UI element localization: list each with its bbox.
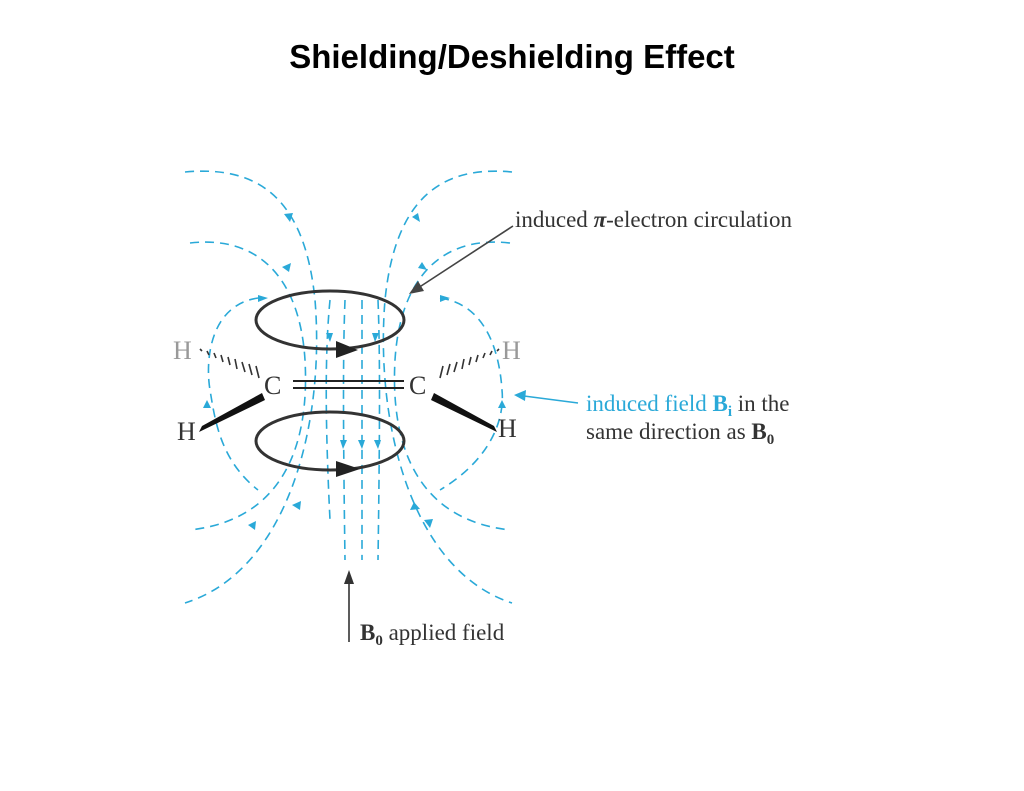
- circulation-label-pre: induced: [515, 207, 594, 232]
- upper-ring-arrow: [336, 341, 358, 358]
- atom-labels: C C H H H H: [173, 336, 521, 446]
- lower-pi-ring: [254, 410, 406, 472]
- induced-field-lines: [184, 170, 513, 604]
- hydrogen-top-right-label: H: [502, 336, 521, 365]
- same-direction-label: same direction as B0: [586, 419, 774, 448]
- induced-field-callout: induced field Bi in the same direction a…: [514, 390, 789, 448]
- applied-b-subscript: 0: [375, 633, 383, 649]
- carbon-right-label: C: [409, 371, 426, 400]
- applied-field-text: applied field: [383, 620, 505, 645]
- pi-symbol: π: [594, 207, 608, 232]
- wedge-bond-right: [431, 393, 497, 432]
- same-b-subscript: 0: [767, 432, 775, 448]
- hashed-bond-right: [439, 348, 500, 379]
- hydrogen-top-left-label: H: [173, 336, 192, 365]
- ethylene-molecule: [199, 348, 500, 432]
- slide-title: Shielding/Deshielding Effect: [289, 38, 735, 75]
- same-b-symbol: B: [751, 419, 766, 444]
- hydrogen-bottom-right-label: H: [498, 414, 517, 443]
- applied-field-indicator: B0 applied field: [344, 570, 505, 649]
- induced-pointer-head: [514, 390, 526, 401]
- induced-label-post: in the: [732, 391, 790, 416]
- applied-b-symbol: B: [360, 620, 375, 645]
- applied-field-label: B0 applied field: [360, 620, 505, 649]
- pi-electron-rings: [254, 289, 406, 477]
- upper-pi-ring: [254, 289, 406, 351]
- circulation-label-post: -electron circulation: [606, 207, 792, 232]
- lower-ring-arrow: [336, 461, 360, 477]
- circulation-pointer-line: [417, 225, 514, 289]
- wedge-bond-left: [199, 393, 265, 432]
- hashed-bond-left: [199, 348, 260, 379]
- induced-field-label: induced field Bi in the: [586, 391, 789, 420]
- induced-label-pre: induced field: [586, 391, 712, 416]
- induced-pointer-line: [523, 395, 579, 404]
- induced-b-subscript: i: [728, 404, 732, 420]
- hydrogen-bottom-left-label: H: [177, 417, 196, 446]
- applied-field-arrow-head: [344, 570, 354, 584]
- carbon-left-label: C: [264, 371, 281, 400]
- circulation-label: induced π-electron circulation: [515, 207, 792, 232]
- induced-b-symbol: B: [712, 391, 727, 416]
- same-direction-text: same direction as: [586, 419, 751, 444]
- circulation-pointer-head: [409, 281, 424, 294]
- field-direction-arrows: [203, 213, 506, 530]
- circulation-callout: induced π-electron circulation: [409, 207, 792, 294]
